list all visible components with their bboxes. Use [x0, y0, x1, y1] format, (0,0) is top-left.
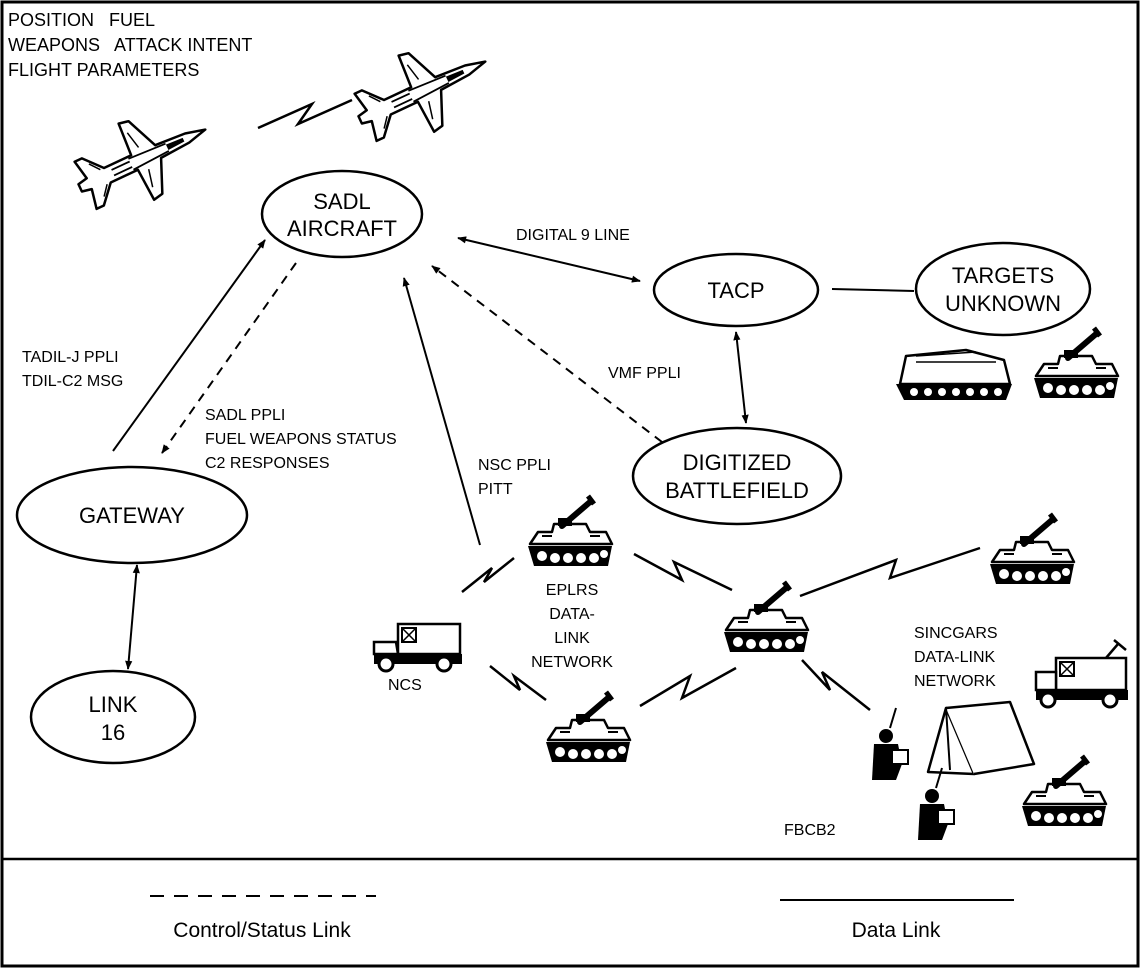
tadil-j-label-2: TDIL-C2 MSG [22, 373, 123, 390]
tacp-label: TACP [707, 278, 764, 303]
ncs-label: NCS [388, 677, 422, 694]
link16-node [29, 669, 197, 765]
sadl-ppli-label-2: FUEL WEAPONS STATUS [205, 431, 397, 448]
header-info-line-1: POSITION FUEL [8, 10, 155, 30]
link16-label-1: LINK [89, 692, 138, 717]
gateway-label: GATEWAY [79, 503, 185, 528]
nsc-ppli-label-2: PITT [478, 481, 513, 498]
digitized-battlefield-label-2: BATTLEFIELD [665, 478, 809, 503]
tacp-battlefield-link [733, 331, 749, 424]
armored-carrier-icon [896, 348, 1012, 400]
legend-control-status-label: Control/Status Link [173, 919, 351, 942]
eplrs-label-3: LINK [554, 630, 590, 647]
targets-unknown-node [914, 241, 1092, 337]
sadl-aircraft-node [260, 169, 424, 259]
sadl-ppli-link [161, 262, 297, 454]
eplrs-label-2: DATA- [549, 606, 595, 623]
military-truck-icon [1034, 639, 1128, 709]
tadil-j-link [112, 239, 266, 452]
header-info-line-2: WEAPONS ATTACK INTENT [8, 35, 252, 55]
vmf-ppli-link [431, 265, 663, 443]
nsc-ppli-link [402, 277, 481, 546]
targets-unknown-label-2: UNKNOWN [945, 291, 1061, 316]
jet-datalink-zigzag [257, 98, 353, 130]
eplrs-label-1: EPLRS [546, 582, 598, 599]
digitized-battlefield-node [631, 426, 843, 526]
digital-9-line-label: DIGITAL 9 LINE [516, 227, 630, 244]
vmf-ppli-label: VMF PPLI [608, 365, 681, 382]
sincgars-label-2: DATA-LINK [914, 649, 996, 666]
targets-unknown-label-1: TARGETS [952, 263, 1054, 288]
eplrs-label-4: NETWORK [531, 654, 613, 671]
ground-zigzag [633, 552, 733, 592]
tadil-j-label-1: TADIL-J PPLI [22, 349, 119, 366]
digital-9-line-link [457, 236, 641, 283]
sincgars-label-1: SINCGARS [914, 625, 998, 642]
gateway-node [15, 465, 249, 565]
sincgars-label-3: NETWORK [914, 673, 996, 690]
ground-zigzag [801, 659, 871, 711]
nsc-ppli-label-1: NSC PPLI [478, 457, 551, 474]
sadl-ppli-label-1: SADL PPLI [205, 407, 285, 424]
ground-zigzag [461, 557, 515, 593]
sadl-aircraft-label-2: AIRCRAFT [287, 216, 397, 241]
radio-operator-icon [872, 707, 909, 780]
ground-zigzag [799, 546, 981, 598]
fbcb2-label: FBCB2 [784, 822, 836, 839]
radio-operator-icon [918, 767, 955, 840]
tacp-targets-link [831, 288, 915, 292]
gateway-link16-link [125, 564, 140, 670]
sadl-ppli-label-3: C2 RESPONSES [205, 455, 329, 472]
ground-zigzag [639, 666, 737, 708]
link16-label-2: 16 [101, 720, 125, 745]
tent-icon [926, 700, 1036, 776]
legend-data-link-label: Data Link [852, 919, 941, 942]
tacp-node [652, 252, 820, 328]
sadl-aircraft-label-1: SADL [313, 189, 370, 214]
ground-zigzag [489, 665, 547, 701]
digitized-battlefield-label-1: DIGITIZED [683, 450, 792, 475]
military-truck-icon [372, 622, 462, 673]
header-info-line-3: FLIGHT PARAMETERS [8, 60, 199, 80]
